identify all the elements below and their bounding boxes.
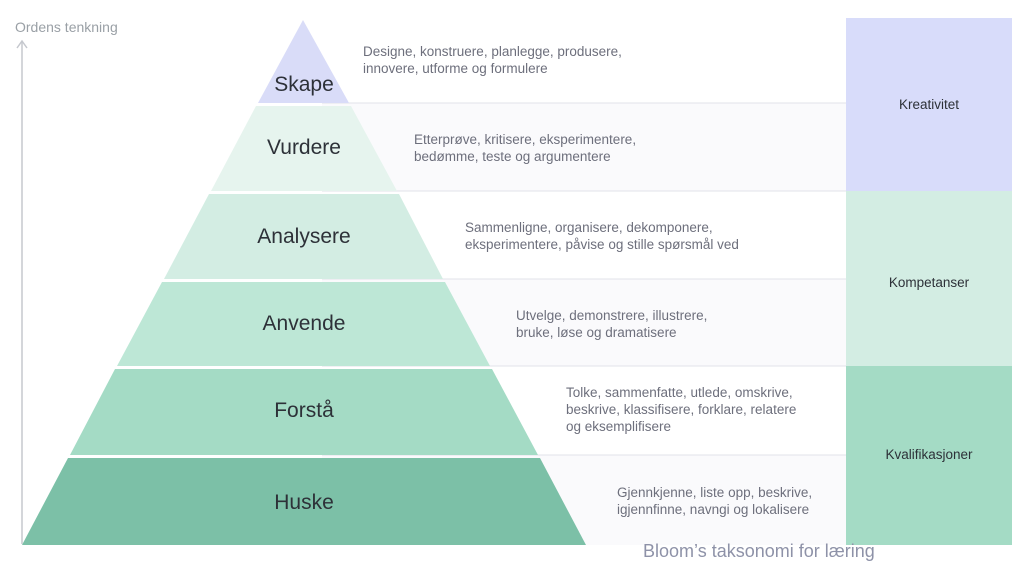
desc-band-vurdere	[322, 103, 846, 191]
pyramid-tier-vurdere	[211, 106, 397, 191]
level-label-anvende: Anvende	[262, 312, 346, 335]
description-line: innovere, utforme og formulere	[363, 61, 548, 76]
diagram-title: Bloom’s taksonomi for læring	[643, 541, 875, 561]
axis-arrow-head-icon	[16, 39, 28, 49]
category-label-kompetanser: Kompetanser	[888, 275, 970, 290]
description-line: beskrive, klassifisere, forklare, relate…	[566, 402, 797, 417]
pyramid-tier-analysere	[164, 194, 443, 279]
description-line: bedømme, teste og argumentere	[414, 149, 611, 164]
description-line: og eksemplifisere	[566, 419, 672, 434]
category-block-kvalifikasjoner	[846, 366, 1012, 545]
description-line: Tolke, sammenfatte, utlede, omskrive,	[566, 385, 793, 400]
level-description-skape: Designe, konstruere, planlegge, produser…	[363, 43, 622, 77]
category-block-kompetanser	[846, 191, 1012, 366]
description-line: Utvelge, demonstrere, illustrere,	[516, 308, 708, 323]
level-label-vurdere: Vurdere	[267, 136, 341, 159]
desc-band-skape	[322, 18, 846, 103]
description-line: bruke, løse og dramatisere	[516, 325, 677, 340]
category-label-kvalifikasjoner: Kvalifikasjoner	[885, 447, 973, 462]
axis-label: Ordens tenkning	[15, 19, 118, 35]
description-line: Etterprøve, kritisere, eksperimentere,	[414, 132, 637, 147]
pyramid-tier-anvende	[117, 282, 490, 366]
level-label-analysere: Analysere	[257, 225, 351, 248]
level-description-vurdere: Etterprøve, kritisere, eksperimentere, b…	[414, 131, 636, 165]
description-line: eksperimentere, påvise og stille spørsmå…	[465, 237, 739, 252]
level-description-forsta: Tolke, sammenfatte, utlede, omskrive, be…	[566, 384, 796, 435]
category-block-kreativitet	[846, 18, 1012, 191]
description-line: Gjennkjenne, liste opp, beskrive,	[617, 485, 813, 500]
category-label-kreativitet: Kreativitet	[898, 97, 960, 112]
level-description-analysere: Sammenligne, organisere, dekomponere, ek…	[465, 219, 739, 253]
description-line: igjennfinne, navngi og lokalisere	[617, 502, 810, 517]
description-line: Designe, konstruere, planlegge, produser…	[363, 44, 622, 59]
level-label-skape: Skape	[274, 73, 334, 96]
pyramid-tier-forsta	[70, 369, 538, 455]
level-label-forsta: Forstå	[274, 399, 334, 422]
pyramid-tier-huske	[22, 458, 586, 545]
description-line: Sammenligne, organisere, dekomponere,	[465, 220, 713, 235]
level-description-huske: Gjennkjenne, liste opp, beskrive, igjenn…	[617, 484, 812, 518]
pyramid-tier-skape	[258, 20, 349, 103]
level-label-huske: Huske	[274, 491, 334, 514]
level-description-anvende: Utvelge, demonstrere, illustrere, bruke,…	[516, 307, 707, 341]
